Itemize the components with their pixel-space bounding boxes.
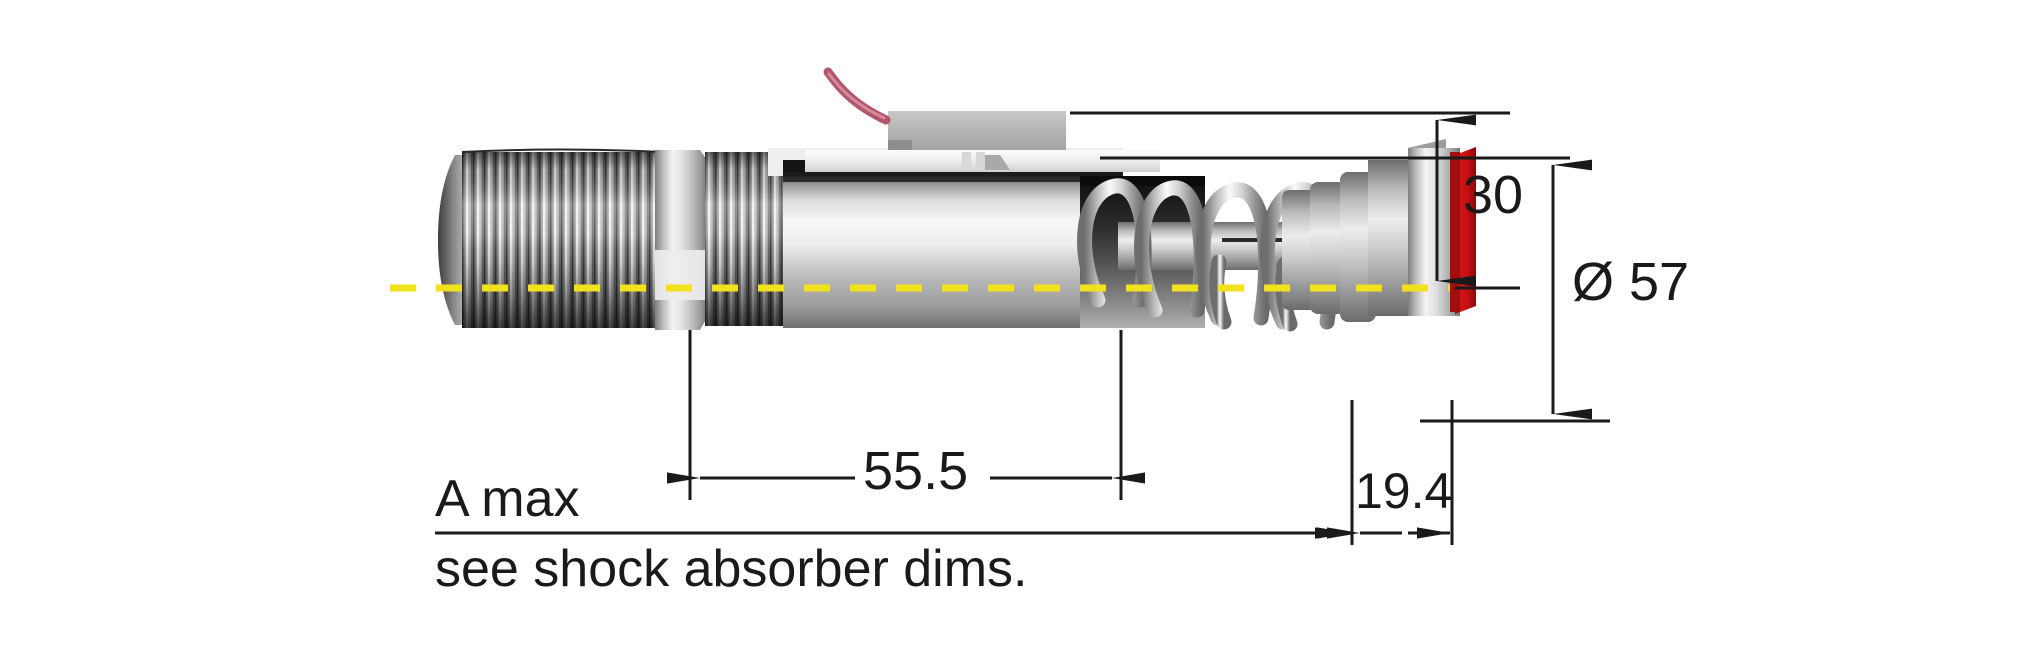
boot-rib-1 <box>1282 190 1316 310</box>
switch-pin-a <box>962 152 971 168</box>
dimension-annotations <box>435 111 1610 545</box>
switch-bracket <box>985 155 1010 170</box>
part-assembly <box>390 67 1476 332</box>
main-body <box>768 148 1123 328</box>
second-threads-shading <box>705 152 787 326</box>
barrel-shading <box>462 152 662 328</box>
lead-wire <box>823 67 891 125</box>
barrel-top-edge <box>461 148 663 153</box>
note-shock-absorber-reference: see shock absorber dims. <box>435 540 1028 598</box>
spring-back-1 <box>1209 254 1232 330</box>
body-top-line <box>783 172 1123 182</box>
dimension-label-55-5: 55.5 <box>863 441 969 501</box>
shaft-groove <box>1222 238 1284 242</box>
hex-nut-body <box>655 150 707 330</box>
dimension-label-diameter-57: Ø 57 <box>1572 252 1690 312</box>
second-thread-section <box>705 152 787 326</box>
lead-wire-highlight <box>827 72 886 120</box>
boot-rib-2 <box>1310 182 1346 314</box>
plunger-boot <box>1282 160 1416 322</box>
switch-pin-b <box>976 152 985 168</box>
note-a-max: A max <box>435 470 580 528</box>
body-cylinder <box>783 176 1123 328</box>
switch-block <box>805 67 1160 172</box>
dimension-label-19-4: 19.4 <box>1355 463 1453 519</box>
hex-nut <box>655 150 707 330</box>
threaded-barrel <box>438 148 663 328</box>
hex-nut-highlight-band <box>655 250 707 300</box>
dimension-label-30: 30 <box>1463 165 1524 225</box>
recess-lip <box>1080 176 1205 186</box>
boot-shoulder <box>1368 160 1416 316</box>
